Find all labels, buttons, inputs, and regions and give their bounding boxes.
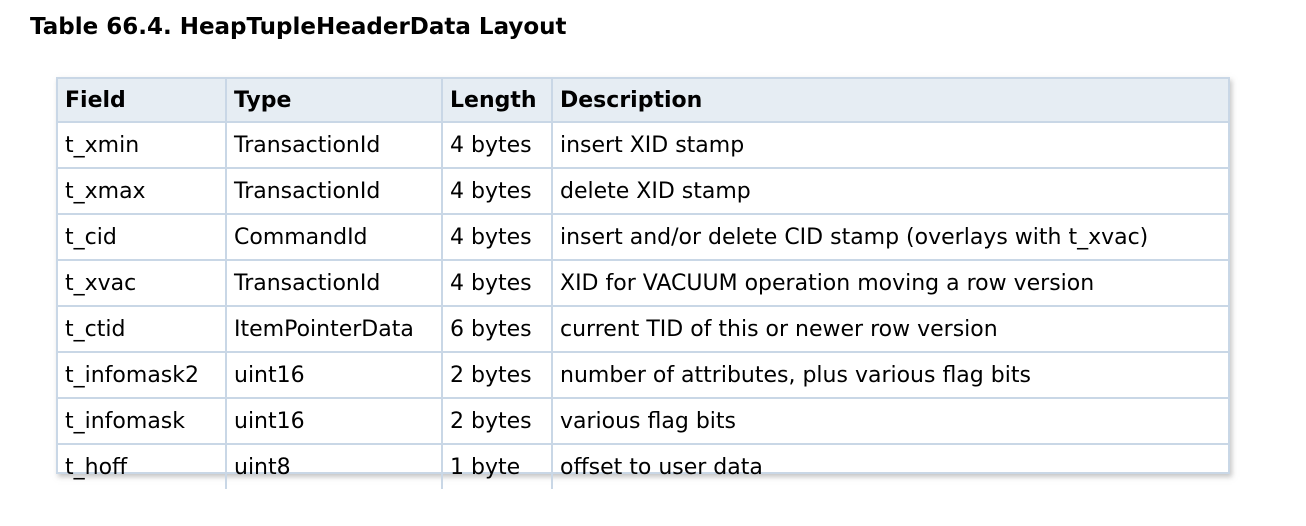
table-row: t_xmin TransactionId 4 bytes insert XID …: [58, 121, 1228, 169]
cell-description: insert and/or delete CID stamp (overlays…: [551, 213, 1228, 261]
cell-type: uint16: [225, 397, 443, 445]
cell-length: 4 bytes: [441, 167, 553, 215]
cell-length: 2 bytes: [441, 351, 553, 399]
cell-length: 1 byte: [441, 443, 553, 489]
table-row: t_xmax TransactionId 4 bytes delete XID …: [58, 167, 1228, 215]
header-row: Field Type Length Description: [58, 79, 1228, 123]
cell-description: delete XID stamp: [551, 167, 1228, 215]
cell-length: 4 bytes: [441, 259, 553, 307]
header-length: Length: [441, 79, 553, 123]
cell-field: t_xvac: [58, 259, 227, 307]
cell-type: CommandId: [225, 213, 443, 261]
table-row: t_xvac TransactionId 4 bytes XID for VAC…: [58, 259, 1228, 307]
table-row: t_cid CommandId 4 bytes insert and/or de…: [58, 213, 1228, 261]
cell-length: 2 bytes: [441, 397, 553, 445]
cell-field: t_infomask2: [58, 351, 227, 399]
cell-field: t_hoff: [58, 443, 227, 489]
cell-description: insert XID stamp: [551, 121, 1228, 169]
cell-description: various flag bits: [551, 397, 1228, 445]
cell-type: TransactionId: [225, 259, 443, 307]
cell-field: t_xmax: [58, 167, 227, 215]
cell-field: t_ctid: [58, 305, 227, 353]
cell-description: current TID of this or newer row version: [551, 305, 1228, 353]
cell-type: uint8: [225, 443, 443, 489]
cell-type: TransactionId: [225, 167, 443, 215]
heap-tuple-header-table: Field Type Length Description t_xmin Tra…: [58, 79, 1228, 489]
table-row: t_hoff uint8 1 byte offset to user data: [58, 443, 1228, 489]
cell-description: offset to user data: [551, 443, 1228, 489]
cell-length: 4 bytes: [441, 121, 553, 169]
cell-description: number of attributes, plus various flag …: [551, 351, 1228, 399]
cell-type: TransactionId: [225, 121, 443, 169]
cell-field: t_cid: [58, 213, 227, 261]
header-type: Type: [225, 79, 443, 123]
cell-type: ItemPointerData: [225, 305, 443, 353]
table-row: t_infomask uint16 2 bytes various flag b…: [58, 397, 1228, 445]
cell-type: uint16: [225, 351, 443, 399]
table-container: Field Type Length Description t_xmin Tra…: [56, 77, 1230, 489]
cell-description: XID for VACUUM operation moving a row ve…: [551, 259, 1228, 307]
table-row: t_infomask2 uint16 2 bytes number of att…: [58, 351, 1228, 399]
header-field: Field: [58, 79, 227, 123]
table-row: t_ctid ItemPointerData 6 bytes current T…: [58, 305, 1228, 353]
cell-field: t_infomask: [58, 397, 227, 445]
cell-length: 6 bytes: [441, 305, 553, 353]
cell-field: t_xmin: [58, 121, 227, 169]
table-caption: Table 66.4. HeapTupleHeaderData Layout: [30, 14, 567, 40]
cell-length: 4 bytes: [441, 213, 553, 261]
header-description: Description: [551, 79, 1228, 123]
